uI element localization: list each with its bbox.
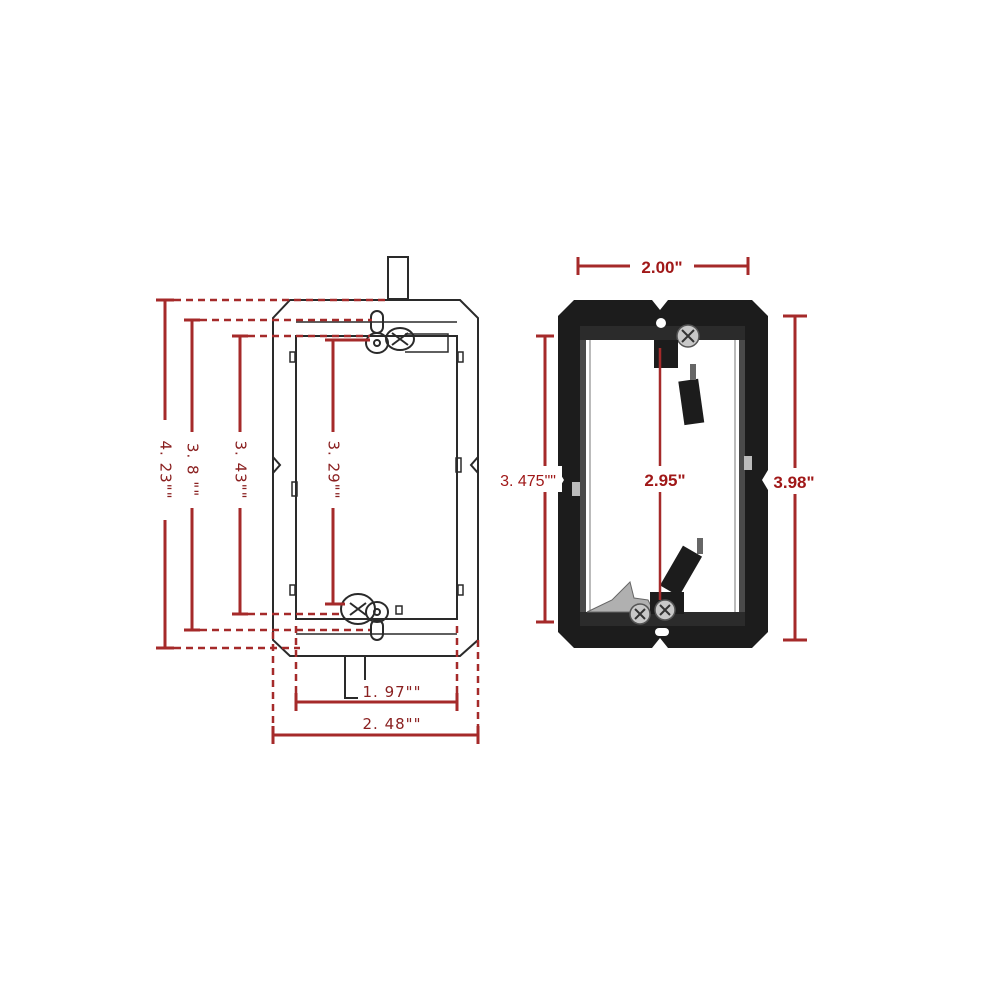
center-height-label: 2.95" — [644, 471, 685, 490]
top-tab — [387, 256, 409, 300]
top-lever — [678, 378, 705, 426]
outer-height-label: 3. 8 "" — [184, 443, 202, 497]
left-notch — [272, 456, 282, 474]
right-labels: 2.00" 3. 475"" 2.95" 3.98" — [496, 256, 818, 494]
inner-height-label: 3. 43"" — [232, 441, 250, 500]
right-height-label: 3.98" — [773, 473, 814, 492]
right-notch — [469, 456, 479, 474]
outer-frame — [272, 299, 479, 657]
bottom-lever — [659, 545, 703, 597]
inner-opening — [295, 335, 458, 620]
top-width-label: 2.00" — [641, 258, 682, 277]
black-frame — [558, 300, 768, 648]
bottom-slot-icon — [370, 619, 384, 641]
overall-width-label: 2. 48"" — [363, 715, 422, 733]
left-labels: 4. 23"" 3. 8 "" 3. 43"" 3. 29"" 1. 97"" … — [155, 420, 428, 733]
left-height-label: 3. 475"" — [500, 473, 556, 490]
overall-height-label: 4. 23"" — [157, 441, 175, 500]
opening-width-label: 1. 97"" — [363, 683, 422, 701]
left-bracket-drawing — [272, 256, 479, 699]
opening-height-label: 3. 29"" — [325, 441, 343, 500]
